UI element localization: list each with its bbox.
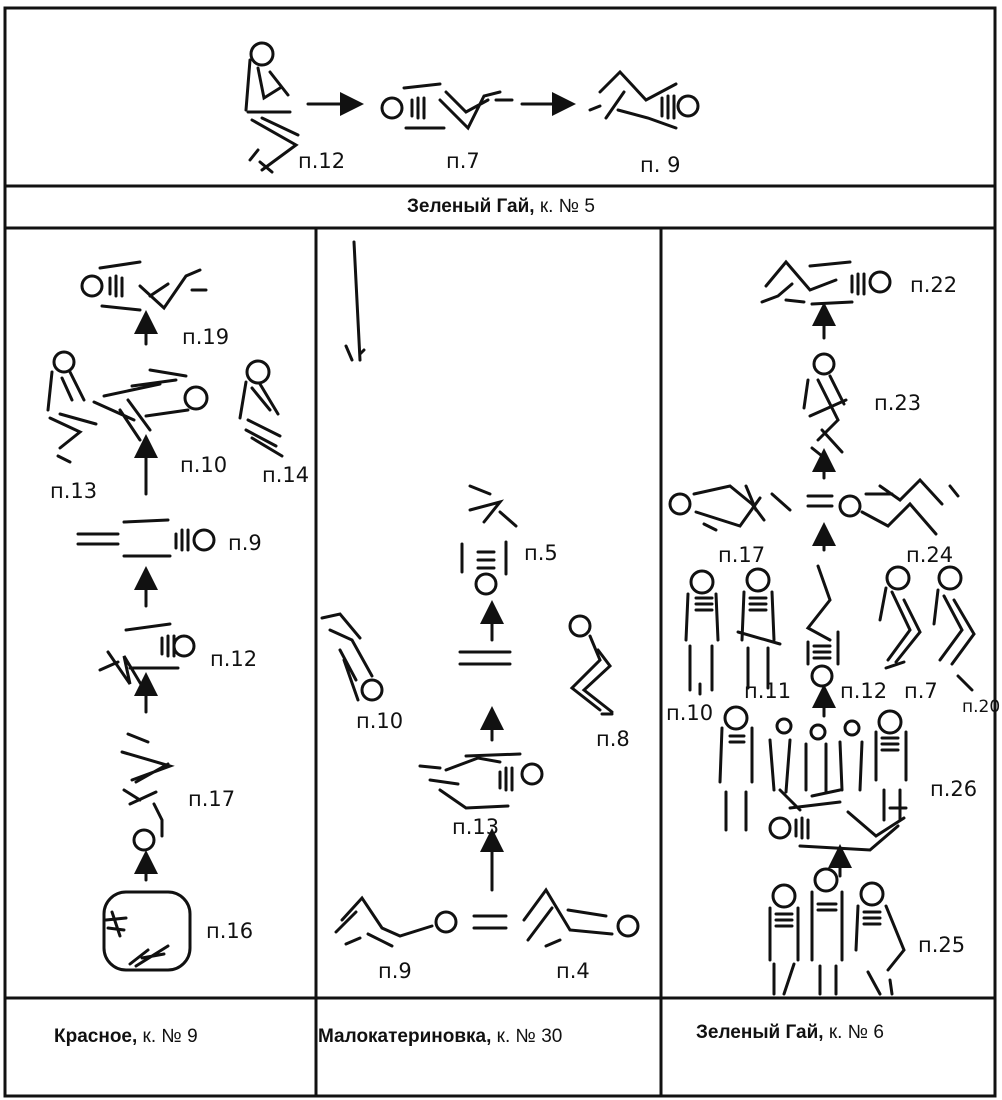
right-label-2: п.23	[874, 391, 921, 415]
left-label-7: п.17	[188, 787, 235, 811]
right-caption: Зеленый Гай, к. № 6	[696, 1022, 884, 1044]
left-figures	[46, 260, 284, 972]
middle-labels: п.5 п.10 п.8 п.13 п.9 п.4	[356, 541, 630, 983]
middle-caption-name: Малокатериновка,	[318, 1026, 492, 1047]
right-label-4: п.24	[906, 543, 953, 567]
top-label-3: п. 9	[640, 153, 680, 177]
middle-figures	[320, 240, 640, 948]
right-caption-name: Зеленый Гай,	[696, 1022, 824, 1043]
middle-label-4: п.13	[452, 815, 499, 839]
right-label-7: п.12	[840, 679, 887, 703]
right-figures	[668, 259, 976, 996]
middle-caption-num: к. № 30	[491, 1026, 563, 1047]
right-label-1: п.22	[910, 273, 957, 297]
outer-frame	[3, 6, 997, 1098]
right-label-3: п.17	[718, 543, 765, 567]
middle-label-6: п.4	[556, 959, 590, 983]
top-caption-name: Зеленый Гай,	[407, 196, 535, 217]
right-label-5: п.10	[666, 701, 713, 725]
left-caption-name: Красное,	[54, 1026, 138, 1047]
top-caption-num: к. № 5	[534, 196, 595, 217]
left-label-5: п.9	[228, 531, 262, 555]
left-label-4: п.14	[262, 463, 309, 487]
left-label-2: п.13	[50, 479, 97, 503]
right-labels: п.22 п.23 п.17 п.24 п.10 п.11 п.12 п.7 п…	[666, 273, 1000, 957]
right-label-10: п.26	[930, 777, 977, 801]
top-figures	[244, 41, 700, 174]
left-caption-num: к. № 9	[137, 1026, 198, 1047]
middle-label-1: п.5	[524, 541, 558, 565]
left-label-8: п.16	[206, 919, 253, 943]
right-label-8: п.7	[904, 679, 938, 703]
right-label-9: п.20	[962, 697, 1000, 717]
middle-label-2: п.10	[356, 709, 403, 733]
top-label-1: п.12	[298, 149, 345, 173]
left-label-6: п.12	[210, 647, 257, 671]
middle-label-5: п.9	[378, 959, 412, 983]
middle-label-3: п.8	[596, 727, 630, 751]
right-label-11: п.25	[918, 933, 965, 957]
figure-head	[249, 41, 275, 67]
middle-caption: Малокатериновка, к. № 30	[318, 1026, 562, 1048]
left-caption: Красное, к. № 9	[54, 1026, 198, 1048]
left-label-1: п.19	[182, 325, 229, 349]
left-labels: п.19 п.13 п.10 п.14 п.9 п.12 п.17 п.16	[50, 325, 309, 943]
left-label-3: п.10	[180, 453, 227, 477]
right-caption-num: к. № 6	[823, 1022, 884, 1043]
top-labels: п.12 п.7 п. 9	[298, 149, 680, 177]
top-caption: Зеленый Гай, к. № 5	[0, 196, 1002, 218]
right-label-6: п.11	[744, 679, 791, 703]
frame-lines	[3, 6, 997, 1098]
top-label-2: п.7	[446, 149, 480, 173]
